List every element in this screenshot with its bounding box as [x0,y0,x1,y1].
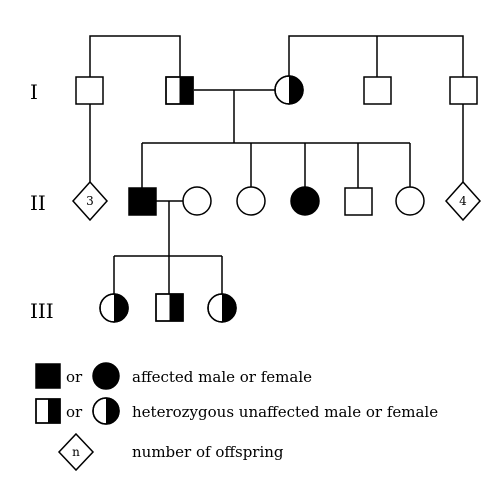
legend-affected-male-symbol [35,363,61,389]
legend-affected-female-symbol [92,362,120,390]
gen2-male-affected [128,187,157,216]
gen1-male-unaffected-right [449,76,478,105]
gen1-female-heterozygous [274,75,304,105]
gen1-male-unaffected-middle [363,76,392,105]
legend-offspring-diamond-symbol: n [57,432,95,472]
generation-label-i: I [30,80,38,104]
legend-affected-text: affected male or female [132,368,312,386]
connector-gen1-left-parents [89,35,181,77]
gen3-female-heterozygous-2 [207,293,237,323]
generation-label-iii: III [30,299,54,323]
legend-offspring-text: number of offspring [132,443,284,461]
legend-heterozygous-text: heterozygous unaffected male or female [132,403,438,421]
offspring-count-right: 4 [459,194,467,208]
gen1-male-heterozygous [165,76,194,105]
gen2-offspring-diamond-left: 3 [71,180,109,222]
legend-or-2: or [66,403,83,421]
gen2-female-spouse [182,186,212,216]
gen2-offspring-diamond-right: 4 [444,180,482,222]
legend-offspring-n: n [72,445,80,459]
generation-label-ii: II [30,191,46,215]
gen3-male-heterozygous [155,293,184,322]
gen2-male-unaffected [344,187,373,216]
gen3-female-heterozygous-1 [99,293,129,323]
connector-gen1-right-parents [288,35,464,77]
gen2-female-affected [290,186,320,216]
offspring-count-left: 3 [86,194,94,208]
legend: or affected male or female or heterozygo… [35,362,438,472]
legend-heterozygous-female-symbol [92,397,120,425]
gen2-female-unaffected-1 [236,186,266,216]
gen2-female-unaffected-2 [395,186,425,216]
legend-heterozygous-male-symbol [35,398,61,424]
legend-or-1: or [66,368,83,386]
gen1-male-unaffected-left [75,76,104,105]
